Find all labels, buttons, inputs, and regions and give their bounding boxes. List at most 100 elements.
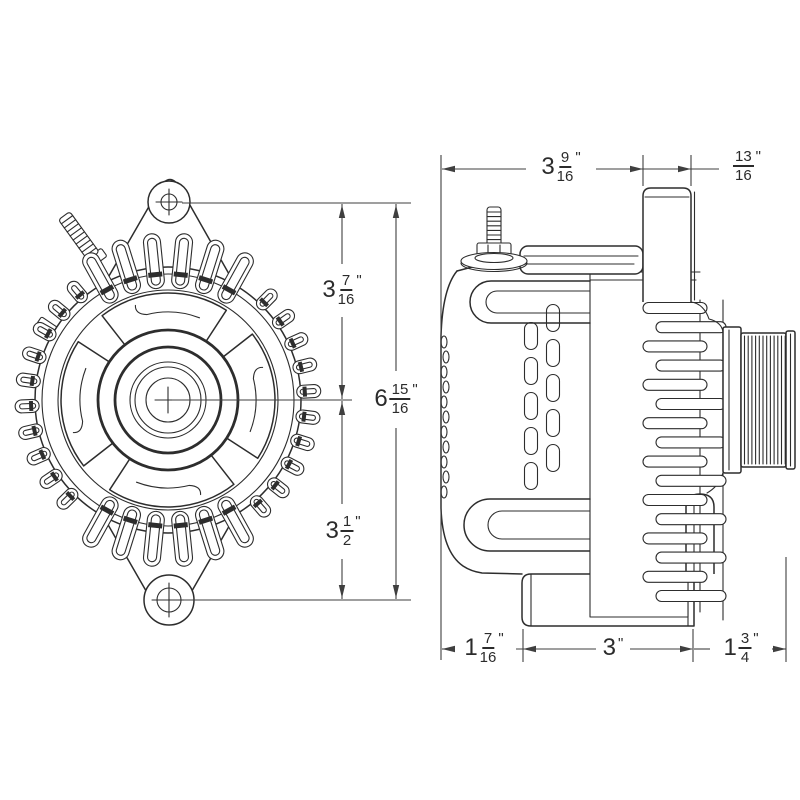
- rear-clamp-lower-inner: [487, 510, 591, 540]
- fin-inner: [19, 402, 37, 410]
- front-terminal-stud: [59, 212, 107, 269]
- washer-thickness: [460, 262, 528, 273]
- dimension-side-front-depth: 1 3 4 ": [720, 630, 762, 666]
- dimension-arrowhead: [392, 205, 400, 218]
- rim-fin: [296, 384, 322, 399]
- front-case-fin: [642, 532, 708, 545]
- fin-inner: [287, 336, 304, 348]
- fraction-denominator: 16: [479, 649, 497, 666]
- fraction-denominator: 16: [734, 167, 752, 184]
- ear-to-pulley-boss: [690, 301, 724, 333]
- rear-vent-oval: [440, 425, 448, 439]
- side-vent-slot: [545, 373, 561, 403]
- front-case-fin: [655, 321, 727, 334]
- fin-base-tick: [173, 271, 188, 278]
- fin-outline: [292, 357, 318, 375]
- stud-thread: [60, 215, 74, 225]
- fin-base-tick: [295, 435, 303, 447]
- side-vent-slot: [523, 461, 539, 491]
- side-vent-slot: [523, 426, 539, 456]
- fin-inner: [284, 460, 300, 472]
- fraction-numerator: 15: [389, 381, 411, 400]
- fin-base-tick: [221, 504, 237, 516]
- rim-fin: [39, 468, 63, 489]
- dimension-fraction: 7 16: [480, 631, 497, 665]
- rim-fin: [26, 446, 51, 466]
- side-vent-slot: [545, 303, 561, 333]
- dimension-whole: 3: [322, 276, 336, 303]
- fin-inner: [86, 256, 115, 301]
- side-vent-slot: [545, 408, 561, 438]
- fin-inner: [221, 256, 250, 301]
- fin-base-tick: [252, 498, 263, 509]
- fin-base-tick: [99, 284, 115, 296]
- rim-fin: [217, 496, 254, 548]
- dimension-arrowhead: [338, 402, 346, 415]
- fin-base-tick: [259, 297, 269, 308]
- dimension-whole: 3: [541, 153, 555, 180]
- rim-fin: [111, 239, 142, 295]
- fin-inner: [20, 376, 38, 385]
- rim-fin: [249, 495, 272, 518]
- rim-fin: [82, 496, 119, 548]
- dimension-arrowhead: [523, 645, 536, 653]
- fin-base-tick: [49, 471, 59, 482]
- fin-base-tick: [288, 337, 297, 349]
- rim-fin: [15, 372, 41, 389]
- fin-base-tick: [29, 375, 36, 387]
- fraction-denominator: 16: [556, 168, 574, 185]
- side-vent-slot: [523, 391, 539, 421]
- stud-washer: [460, 251, 528, 271]
- fin-base-tick: [65, 491, 76, 501]
- fin-base-tick: [275, 316, 285, 327]
- front-view: [14, 178, 322, 626]
- dimension-fraction: 15 16: [389, 381, 411, 416]
- dimension-unit: ": [753, 630, 759, 647]
- fin-base-tick: [74, 290, 86, 300]
- fraction-numerator: 7: [481, 630, 495, 649]
- fin-inner: [86, 499, 115, 544]
- fin-inner: [198, 244, 221, 291]
- fin-base-tick: [34, 351, 42, 362]
- front-case-fin: [655, 551, 727, 564]
- mounting-ear: [642, 187, 692, 302]
- fraction-numerator: 3: [738, 630, 752, 649]
- dimension-arrowhead: [392, 585, 400, 598]
- front-case-fin: [655, 359, 727, 372]
- front-case-fin: [642, 493, 708, 507]
- rim-fin: [66, 280, 88, 304]
- dimension-arrowhead: [678, 165, 691, 173]
- fraction-numerator: 13: [732, 148, 754, 167]
- stud-thread: [81, 243, 94, 253]
- dimension-fraction: 3 4: [738, 630, 752, 665]
- rear-vent-oval: [440, 395, 448, 409]
- stud-thread: [69, 227, 83, 237]
- rim-fin: [171, 510, 194, 567]
- fin-base-tick: [270, 480, 280, 491]
- rim-fin: [217, 252, 254, 304]
- dimension-side-rear-depth: 1 7 16 ": [461, 630, 507, 666]
- rim-fin: [290, 433, 315, 452]
- rim-fin: [47, 299, 71, 321]
- rear-vent-oval: [442, 440, 450, 454]
- dimension-front-upper: 3 7 16 ": [319, 272, 365, 308]
- front-case-fin: [642, 417, 708, 430]
- washer-inner: [474, 252, 514, 264]
- fraction-numerator: 7: [339, 272, 353, 291]
- fin-inner: [259, 292, 274, 307]
- fin-inner: [37, 326, 53, 338]
- dimension-whole: 6: [374, 385, 388, 412]
- fin-inner: [175, 514, 190, 563]
- rim-fin: [292, 357, 318, 375]
- side-terminal-stud: [460, 206, 528, 273]
- fin-inner: [293, 437, 311, 447]
- rim-fin: [171, 233, 194, 290]
- dimension-arrowhead: [442, 165, 455, 173]
- fin-outline: [22, 346, 47, 365]
- front-case-fin: [642, 455, 708, 468]
- fan-blade-slot: [249, 366, 264, 433]
- fin-inner: [295, 361, 313, 371]
- rim-fin: [266, 477, 290, 499]
- side-vent-slot: [523, 356, 539, 386]
